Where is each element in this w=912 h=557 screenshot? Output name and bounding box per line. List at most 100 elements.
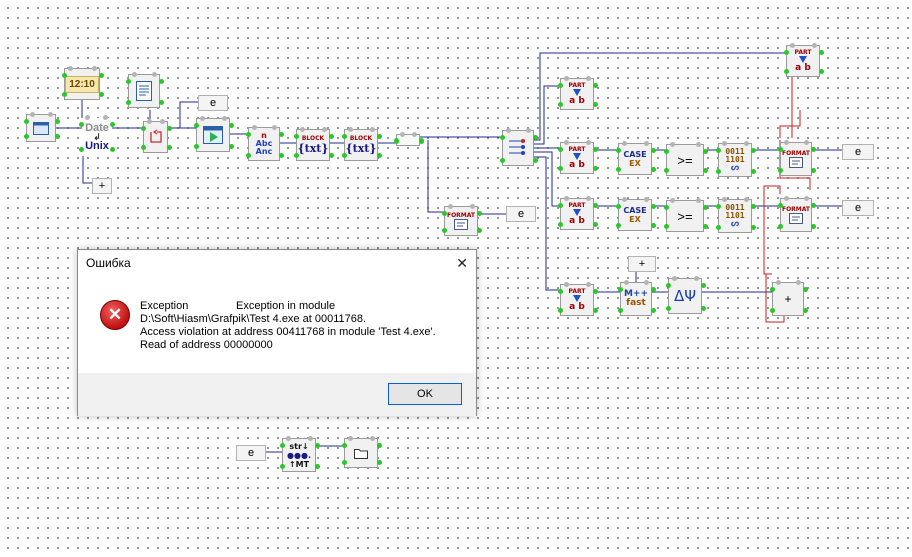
- connection-pin[interactable]: [586, 196, 591, 201]
- part-component[interactable]: PART a b: [784, 43, 824, 77]
- connection-pin[interactable]: [370, 436, 375, 441]
- connection-pin[interactable]: [229, 123, 234, 128]
- connection-pin[interactable]: [229, 144, 234, 149]
- connection-pin[interactable]: [670, 142, 675, 147]
- connection-pin[interactable]: [664, 205, 669, 210]
- connection-pin[interactable]: [377, 460, 382, 465]
- connection-pin[interactable]: [716, 169, 721, 174]
- connection-pin[interactable]: [194, 144, 199, 149]
- case-component[interactable]: CASE EX: [616, 197, 656, 231]
- connection-pin[interactable]: [751, 225, 756, 230]
- string-component[interactable]: str↓ ●●●. ↑MT: [280, 436, 320, 472]
- connection-pin[interactable]: [558, 289, 563, 294]
- connection-pin[interactable]: [716, 204, 721, 209]
- connection-pin[interactable]: [784, 69, 789, 74]
- connection-pin[interactable]: [152, 72, 157, 77]
- connection-pin[interactable]: [194, 123, 199, 128]
- connection-pin[interactable]: [593, 308, 598, 313]
- part-component[interactable]: PART a b: [558, 282, 598, 316]
- connection-pin[interactable]: [564, 140, 569, 145]
- connection-pin[interactable]: [246, 132, 251, 137]
- connection-pin[interactable]: [803, 287, 808, 292]
- connection-pin[interactable]: [279, 153, 284, 158]
- connection-pin[interactable]: [811, 168, 816, 173]
- format-component[interactable]: FORMAT: [778, 140, 816, 176]
- connection-pin[interactable]: [651, 204, 656, 209]
- connection-pin[interactable]: [618, 308, 623, 313]
- connection-pin[interactable]: [744, 197, 749, 202]
- connection-pin[interactable]: [55, 134, 60, 139]
- connection-pin[interactable]: [24, 134, 29, 139]
- connection-pin[interactable]: [103, 115, 108, 120]
- connection-pin[interactable]: [279, 132, 284, 137]
- connection-pin[interactable]: [370, 127, 375, 132]
- delta-psi-component[interactable]: ΔΨ: [666, 276, 706, 314]
- connection-pin[interactable]: [616, 223, 621, 228]
- connection-pin[interactable]: [616, 148, 621, 153]
- connection-pin[interactable]: [79, 147, 84, 152]
- connection-pin[interactable]: [294, 153, 299, 158]
- e-label[interactable]: e: [506, 206, 536, 222]
- connection-pin[interactable]: [377, 443, 382, 448]
- part-component[interactable]: PART a b: [558, 196, 598, 230]
- ok-button[interactable]: OK: [388, 383, 462, 405]
- connection-pin[interactable]: [651, 223, 656, 228]
- connection-pin[interactable]: [315, 464, 320, 469]
- close-icon[interactable]: ✕: [456, 255, 468, 271]
- connection-pin[interactable]: [664, 168, 669, 173]
- connection-pin[interactable]: [99, 92, 104, 97]
- connection-pin[interactable]: [62, 73, 67, 78]
- connection-pin[interactable]: [744, 141, 749, 146]
- connection-pin[interactable]: [558, 166, 563, 171]
- connection-pin[interactable]: [448, 204, 453, 209]
- connection-pin[interactable]: [533, 135, 538, 140]
- connection-pin[interactable]: [664, 149, 669, 154]
- connection-pin[interactable]: [804, 196, 809, 201]
- connection-pin[interactable]: [616, 167, 621, 172]
- connection-pin[interactable]: [811, 203, 816, 208]
- connection-pin[interactable]: [593, 83, 598, 88]
- connection-pin[interactable]: [696, 198, 701, 203]
- connection-pin[interactable]: [564, 76, 569, 81]
- connection-pin[interactable]: [167, 126, 172, 131]
- connection-pin[interactable]: [110, 122, 115, 127]
- plus-label[interactable]: +: [92, 178, 112, 194]
- connection-pin[interactable]: [24, 119, 29, 124]
- connection-pin[interactable]: [222, 116, 227, 121]
- connection-pin[interactable]: [348, 127, 353, 132]
- connection-pin[interactable]: [812, 43, 817, 48]
- connection-pin[interactable]: [141, 145, 146, 150]
- connection-pin[interactable]: [92, 66, 97, 71]
- add-component[interactable]: +: [770, 280, 808, 316]
- connection-pin[interactable]: [593, 147, 598, 152]
- connection-pin[interactable]: [30, 112, 35, 117]
- connection-pin[interactable]: [618, 287, 623, 292]
- block-component[interactable]: BLOCK {txt}: [342, 127, 382, 161]
- connection-pin[interactable]: [784, 50, 789, 55]
- connection-pin[interactable]: [558, 83, 563, 88]
- connection-pin[interactable]: [272, 125, 277, 130]
- connection-pin[interactable]: [784, 196, 789, 201]
- connection-pin[interactable]: [696, 142, 701, 147]
- connection-pin[interactable]: [342, 153, 347, 158]
- timer-component[interactable]: 12:10: [62, 66, 104, 100]
- splitter-component[interactable]: [500, 128, 538, 166]
- connection-pin[interactable]: [586, 76, 591, 81]
- connection-pin[interactable]: [329, 134, 334, 139]
- connection-pin[interactable]: [159, 79, 164, 84]
- connection-pin[interactable]: [419, 138, 424, 143]
- e-label[interactable]: e: [236, 445, 266, 461]
- connection-pin[interactable]: [622, 141, 627, 146]
- window-component[interactable]: [24, 112, 60, 142]
- case-component[interactable]: CASE EX: [616, 141, 656, 175]
- connection-pin[interactable]: [377, 134, 382, 139]
- connection-pin[interactable]: [751, 169, 756, 174]
- part-component[interactable]: PART a b: [558, 140, 598, 174]
- connection-pin[interactable]: [778, 224, 783, 229]
- connection-pin[interactable]: [651, 287, 656, 292]
- connection-pin[interactable]: [167, 145, 172, 150]
- connection-pin[interactable]: [377, 153, 382, 158]
- connection-pin[interactable]: [246, 153, 251, 158]
- connection-pin[interactable]: [722, 141, 727, 146]
- connection-pin[interactable]: [329, 153, 334, 158]
